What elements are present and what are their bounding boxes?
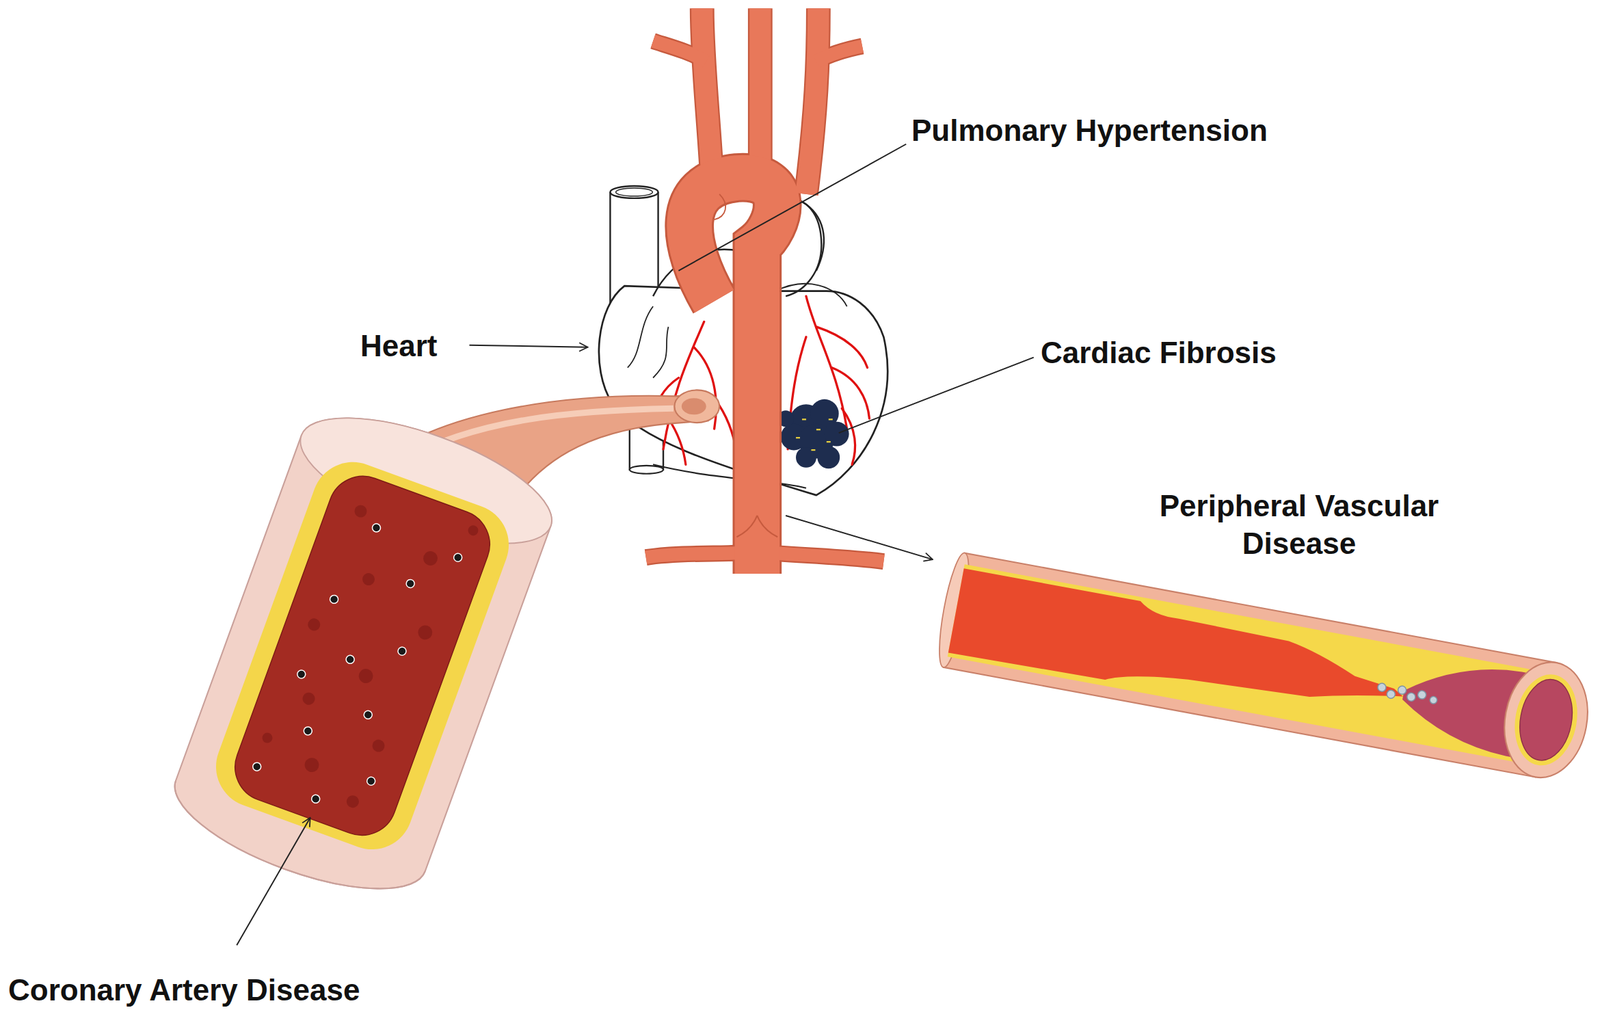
peripheral-vessel (933, 551, 1597, 785)
organ-label: Heart (360, 326, 438, 365)
aorta (646, 8, 885, 574)
leader-lines (236, 144, 1034, 945)
fibrosis-patch (777, 399, 849, 469)
disease-label: Coronary Artery Disease (8, 970, 360, 1009)
disease-label: Cardiac Fibrosis (1040, 333, 1277, 372)
disease-label: Peripheral Vascular Disease (1107, 486, 1491, 563)
coronary-section (160, 392, 567, 915)
disease-label: Pulmonary Hypertension (911, 111, 1268, 150)
